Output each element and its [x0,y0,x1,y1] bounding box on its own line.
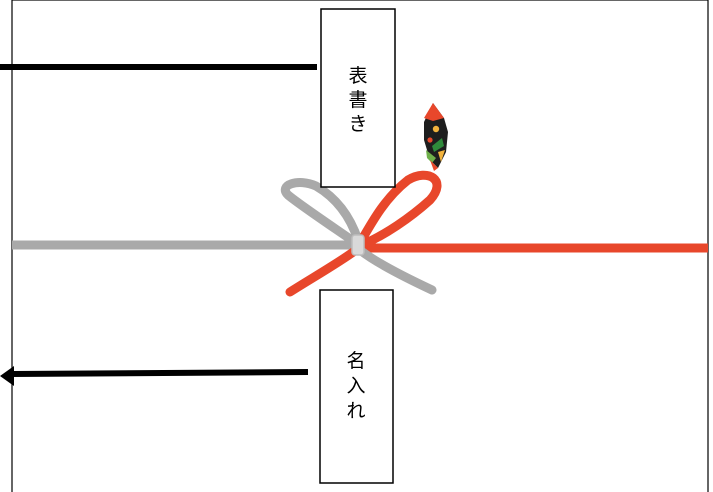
mizuhiki-bow [281,170,442,297]
omotegaki-char-3: き [348,113,367,135]
mizuhiki-cord [12,240,708,253]
silver-bow-tail [355,245,437,295]
omotegaki-char-1: 表 [348,65,367,87]
naire-arrow [0,366,309,386]
noshi-ornament-icon [424,103,448,171]
red-bow-tail [285,245,361,297]
naire-box: 名 入 れ [319,289,394,484]
red-bow-loop [355,170,442,250]
omotegaki-box: 表 書 き [320,8,396,188]
omotegaki-char-2: 書 [348,89,367,111]
naire-char-1: 名 [346,350,365,372]
bow-knot [351,234,365,256]
arrow-head-icon [0,366,14,386]
silver-bow-loop [281,178,363,248]
naire-char-3: れ [346,400,365,422]
naire-char-2: 入 [346,375,365,397]
